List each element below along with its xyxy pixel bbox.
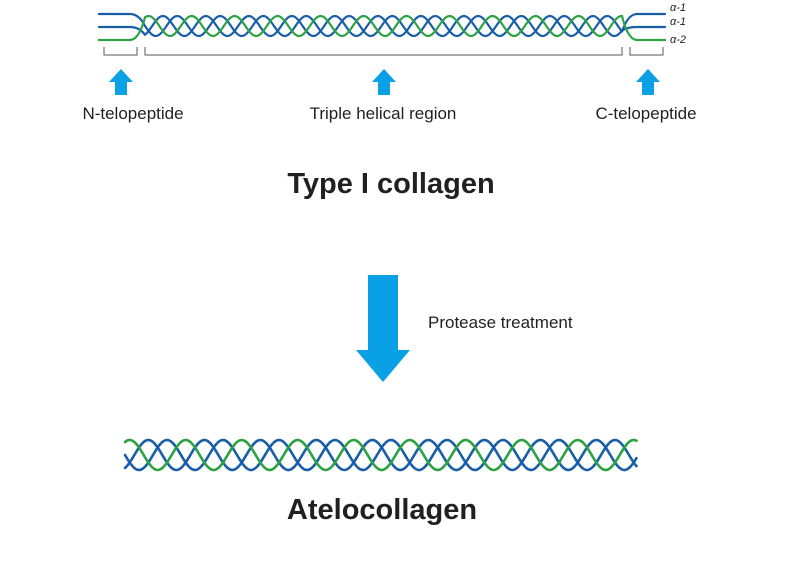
up-arrow-icon [372, 69, 396, 95]
atelocollagen-title: Atelocollagen [287, 494, 477, 526]
chain-label-alpha1-b: α-1 [670, 16, 686, 28]
triple-helix-alpha2-chain [143, 14, 624, 38]
protease-treatment-label: Protease treatment [428, 313, 573, 332]
c-telopeptide-alpha1-chain-a [620, 12, 667, 33]
triple-helical-label: Triple helical region [310, 104, 457, 123]
c-telopeptide-alpha1-chain-b [620, 25, 667, 32]
triple-helix-alpha1-chain-a [143, 14, 624, 38]
atelocollagen-helix [123, 438, 638, 472]
atelo-helix-alpha1-chain-b [123, 438, 638, 472]
chain-label-alpha1-a: α-1 [670, 2, 686, 14]
n-telopeptide-alpha2-chain [97, 16, 147, 42]
n-telopeptide-bracket [103, 47, 138, 56]
type1-collagen-helix [97, 12, 667, 42]
c-telopeptide-alpha2-chain [620, 14, 667, 42]
triple-helical-bracket [144, 47, 623, 56]
up-arrow-icon [109, 69, 133, 95]
n-telopeptide-alpha1-chain-a [97, 12, 147, 28]
type1-collagen-title: Type I collagen [287, 168, 494, 200]
n-telopeptide-label: N-telopeptide [82, 104, 183, 123]
c-telopeptide-label: C-telopeptide [595, 104, 696, 123]
atelo-helix-alpha2-chain [123, 438, 638, 472]
c-telopeptide-bracket [629, 47, 664, 56]
atelo-helix-alpha1-chain-a [123, 438, 638, 472]
n-telopeptide-alpha1-chain-b [97, 25, 147, 36]
up-arrow-icon [636, 69, 660, 95]
down-arrow-icon [356, 275, 410, 382]
chain-label-alpha2: α-2 [670, 34, 686, 46]
